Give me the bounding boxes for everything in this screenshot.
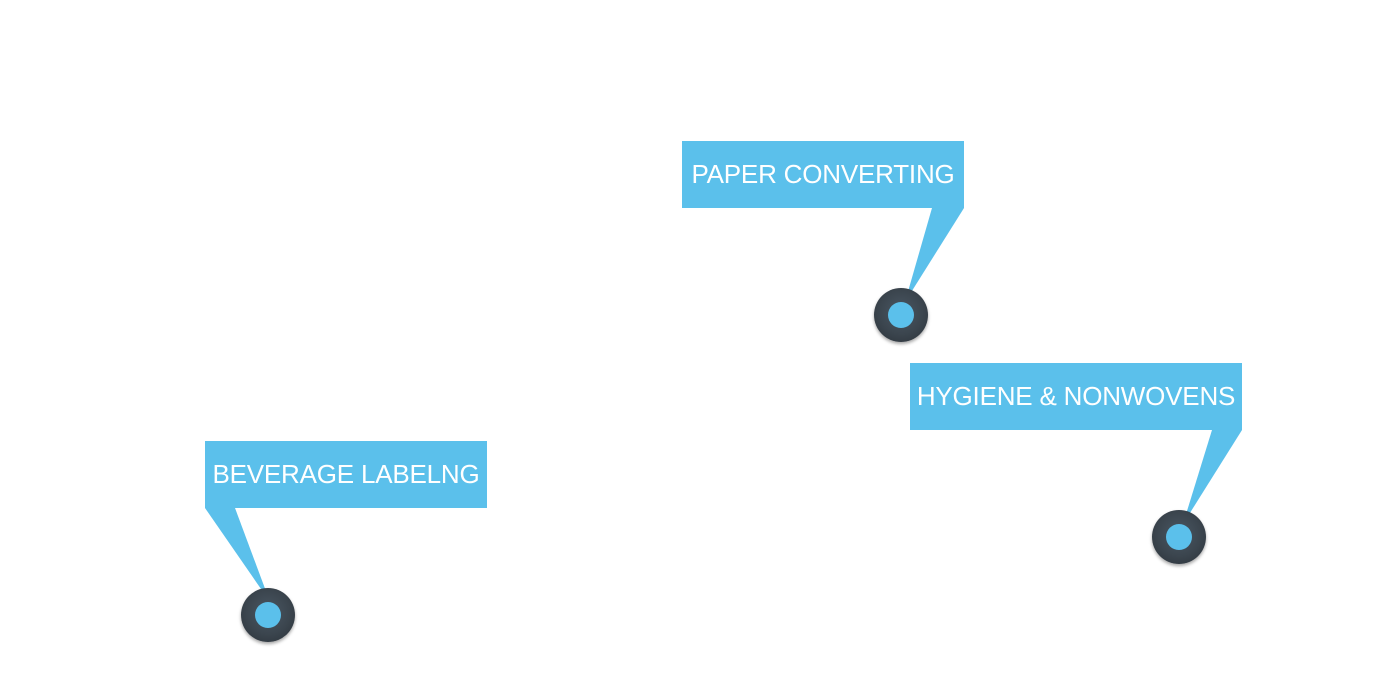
paper-converting-marker-icon[interactable] [874,288,928,342]
beverage-labeling-marker-icon[interactable] [241,588,295,642]
hygiene-nonwovens-label: HYGIENE & NONWOVENS [916,381,1236,411]
hygiene-callout-pointer [1183,430,1242,524]
hygiene-nonwovens-label-box[interactable]: HYGIENE & NONWOVENS [910,363,1242,430]
hygiene-nonwovens-marker-icon[interactable] [1152,510,1206,564]
paper-converting-label-box[interactable]: PAPER CONVERTING [682,141,964,208]
marker-dot [888,302,914,328]
marker-dot [1166,524,1192,550]
beverage-labeling-label: BEVERAGE LABELNG [212,459,480,489]
paper-converting-label: PAPER CONVERTING [691,159,955,189]
paper-callout-pointer [905,208,964,302]
marker-dot [255,602,281,628]
beverage-labeling-label-box[interactable]: BEVERAGE LABELNG [205,441,487,508]
